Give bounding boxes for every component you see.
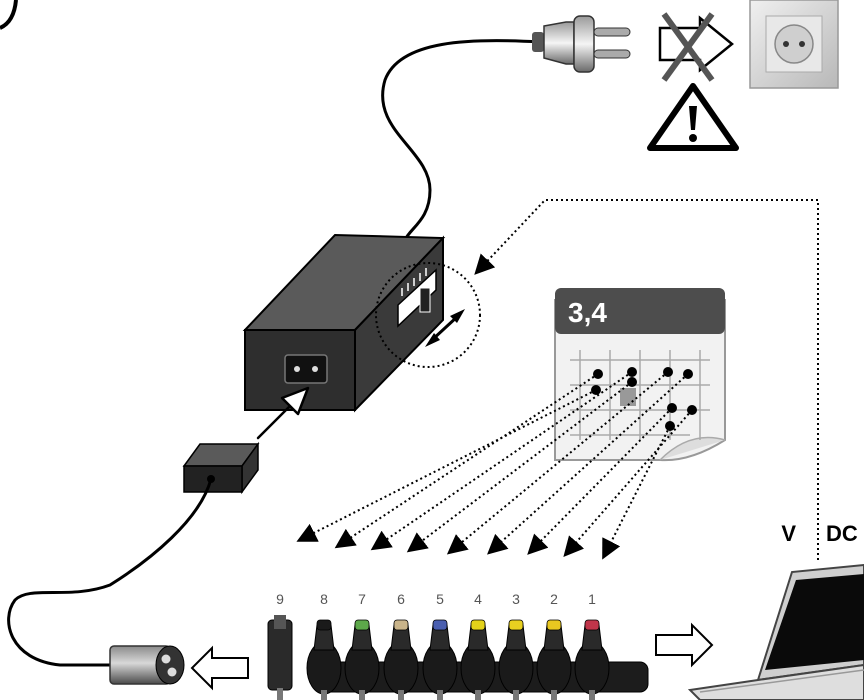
dc-cable [7,478,213,667]
connector-tip-2[interactable] [536,619,572,700]
power-adapter-box [242,233,446,413]
tip-number-4: 4 [474,591,482,607]
corner-arc [0,0,18,30]
connector-tip-5[interactable] [422,619,458,700]
mapping-arrow [296,389,597,542]
voltage-switch[interactable] [397,268,437,328]
left-arrow [190,645,249,691]
tip-number-6: 6 [397,591,405,607]
right-arrow [655,622,714,668]
tip-number-8: 8 [320,591,328,607]
power-plug-icon [532,15,631,73]
connector-tip-8[interactable] [306,619,342,700]
mapping-arrow [334,373,599,549]
connector-tip-6[interactable] [383,619,419,700]
dc-barrel-connector-icon [109,645,185,685]
mapping-arrow [370,371,633,551]
connector-tip-7[interactable] [344,619,380,700]
mapping-arrows [296,367,697,560]
connector-tip-1[interactable] [574,619,610,700]
connector-tip-9[interactable] [267,615,293,700]
insert-arrow [256,386,310,440]
voltage-label: V [781,521,796,546]
connector-tips [267,615,610,700]
mapping-arrow [446,371,669,555]
switch-highlight-circle [375,262,481,368]
crossed-arrow-icon [658,12,734,82]
laptop-icon [687,563,864,700]
tip-number-3: 3 [512,591,520,607]
tip-number-5: 5 [436,591,444,607]
mapping-arrow [527,407,673,555]
calendar-icon: 3,4 [554,288,726,462]
voltage-unit-label: DC [826,521,858,546]
slide-direction-arrow [425,309,465,347]
mapping-arrow [563,409,693,558]
calendar-badge: 3,4 [568,297,607,328]
warning-triangle-icon [647,83,739,151]
mapping-arrow [487,373,689,555]
tip-number-2: 2 [550,591,558,607]
connector-tip-3[interactable] [498,619,534,700]
tip-number-9: 9 [276,591,284,607]
ac-cable [381,39,541,241]
tip-numbers: 9 8 7 6 5 4 3 2 1 [276,591,596,607]
mapping-arrow [406,381,633,553]
tip-number-7: 7 [358,591,366,607]
wall-socket-icon [749,0,839,89]
voltage-setting-line [474,199,819,560]
mapping-arrow [602,425,671,560]
connector-tip-4[interactable] [460,619,496,700]
dc-cable-block [182,441,260,495]
tip-number-1: 1 [588,591,596,607]
